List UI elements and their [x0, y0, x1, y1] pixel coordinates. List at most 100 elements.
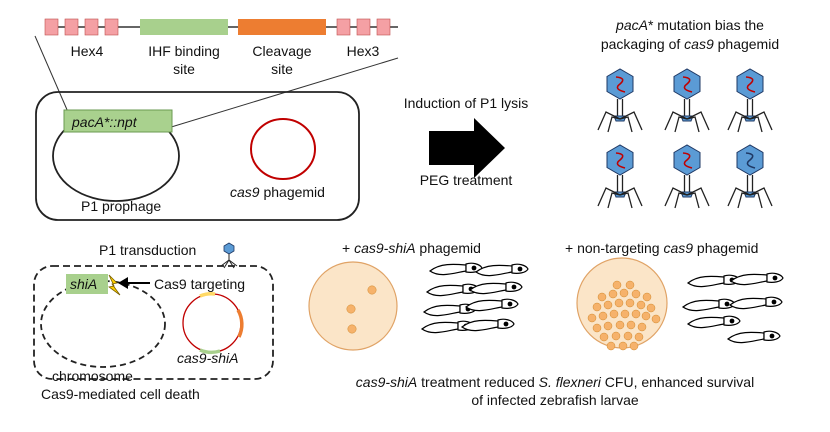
cell-outline [35, 91, 360, 221]
larva-body [464, 299, 503, 312]
phage-dna [615, 76, 626, 93]
larva-eye [507, 301, 513, 307]
chromosome-circle [40, 280, 166, 368]
bacterial-colony [611, 331, 621, 341]
larva-eye [471, 265, 477, 271]
larva-eye [724, 301, 730, 307]
prophage-label: P1 prophage [81, 198, 162, 214]
cleavage-site-block [238, 19, 326, 35]
larva-eye [503, 321, 509, 327]
phage-leg [597, 111, 621, 131]
zebrafish-larva [468, 281, 523, 295]
bacterial-colony [603, 321, 613, 331]
phage-leg [674, 116, 688, 133]
bacterial-colony [592, 302, 602, 312]
transduction-panel [33, 242, 274, 380]
phage-leg [737, 116, 751, 133]
ihf-label-line1: IHF binding [148, 43, 220, 59]
plate-header-targeting: + cas9-shiA phagemid [342, 240, 481, 256]
bacterial-colony [634, 332, 644, 342]
larva-body [726, 331, 765, 344]
transduction-title: P1 transduction [99, 242, 197, 258]
bacterial-colony [620, 309, 630, 319]
hex4-repeat [44, 18, 59, 36]
conclusion-suffix: CFU, enhanced survival [600, 374, 755, 390]
phage-leg [686, 192, 700, 209]
phage-icon [727, 144, 773, 209]
larva-body [422, 304, 461, 317]
packaging-bias-gene: pacA [616, 17, 648, 33]
bacterial-colony [637, 322, 647, 332]
transduction-caption: Cas9-mediated cell death [41, 386, 200, 402]
phage-icon [727, 68, 773, 133]
phage-dna [682, 152, 693, 169]
larva-body [686, 275, 725, 288]
phage-leg [619, 116, 633, 133]
larva-eye [769, 333, 775, 339]
bacterial-colony [618, 341, 628, 351]
phage-dna [745, 152, 756, 169]
zebrafish-larva [460, 318, 515, 332]
phage-leg [749, 187, 773, 207]
induction-label: Induction of P1 lysis [403, 95, 529, 111]
gene-map [34, 18, 399, 129]
cas9-shiA-plasmid [182, 293, 242, 353]
colonies-targeting [346, 285, 377, 334]
phage-leg [619, 187, 643, 207]
bacterial-colony [636, 300, 646, 310]
larva-eye [771, 299, 777, 305]
packaging-bias-line2: packaging of cas9 phagemid [560, 36, 820, 52]
plates [308, 257, 668, 351]
phage-leg [749, 116, 763, 133]
phage-leg [664, 111, 688, 131]
larva-eye [511, 284, 517, 290]
zebrafish-larva [729, 272, 784, 286]
zebrafish-larva [474, 263, 529, 277]
hex3-repeat [376, 18, 391, 36]
phage-icon [597, 144, 643, 209]
larva-eye [772, 275, 778, 281]
phage-grid [597, 68, 773, 209]
zebrafish-larva [686, 315, 741, 329]
zebrafish-larva [726, 330, 781, 344]
bacterial-colony [629, 341, 639, 351]
larva-body [420, 321, 459, 334]
phagemid-label-gene: cas9 [230, 184, 260, 200]
hex4-repeat [104, 18, 119, 36]
hex4-repeat [84, 18, 99, 36]
plasmid-cas9-segment [236, 309, 244, 338]
bacterial-colony [347, 324, 357, 334]
larva-eye [517, 266, 523, 272]
cas9-phagemid-ring [250, 118, 316, 180]
plasmid-spacer-segment [199, 348, 221, 355]
phage-leg [607, 116, 621, 133]
bacterial-colony [599, 332, 609, 342]
phagemid-label-rest: phagemid [259, 184, 325, 200]
phagemid-label: cas9 phagemid [230, 184, 325, 200]
bacterial-colony [626, 320, 636, 330]
packaging-prefix: packaging of [600, 36, 685, 52]
transduced-cell-outline [33, 265, 274, 380]
zebrafish-larva [428, 262, 483, 276]
process-arrow [429, 118, 505, 178]
bacterial-colony [625, 280, 635, 290]
chromosome-label: chromosome [52, 368, 133, 384]
phage-leg [749, 111, 773, 131]
bacterial-colony [587, 313, 597, 323]
phage-icon [664, 144, 710, 209]
cut-lightning-icon [108, 274, 121, 296]
phage-leg [727, 187, 751, 207]
plate-header-nontargeting-gene: cas9 [663, 240, 694, 256]
zebrafish-larva [728, 296, 783, 310]
plate-header-nontargeting-suffix: phagemid [693, 240, 759, 256]
bacterial-colony [646, 303, 656, 313]
insert-label: pacA*::npt [72, 114, 137, 130]
phage-icon [597, 68, 643, 133]
peg-label: PEG treatment [419, 172, 513, 188]
bacterial-colony [367, 285, 377, 295]
phage-leg [619, 111, 643, 131]
larva-body [681, 299, 720, 312]
bacterial-colony [608, 289, 618, 299]
